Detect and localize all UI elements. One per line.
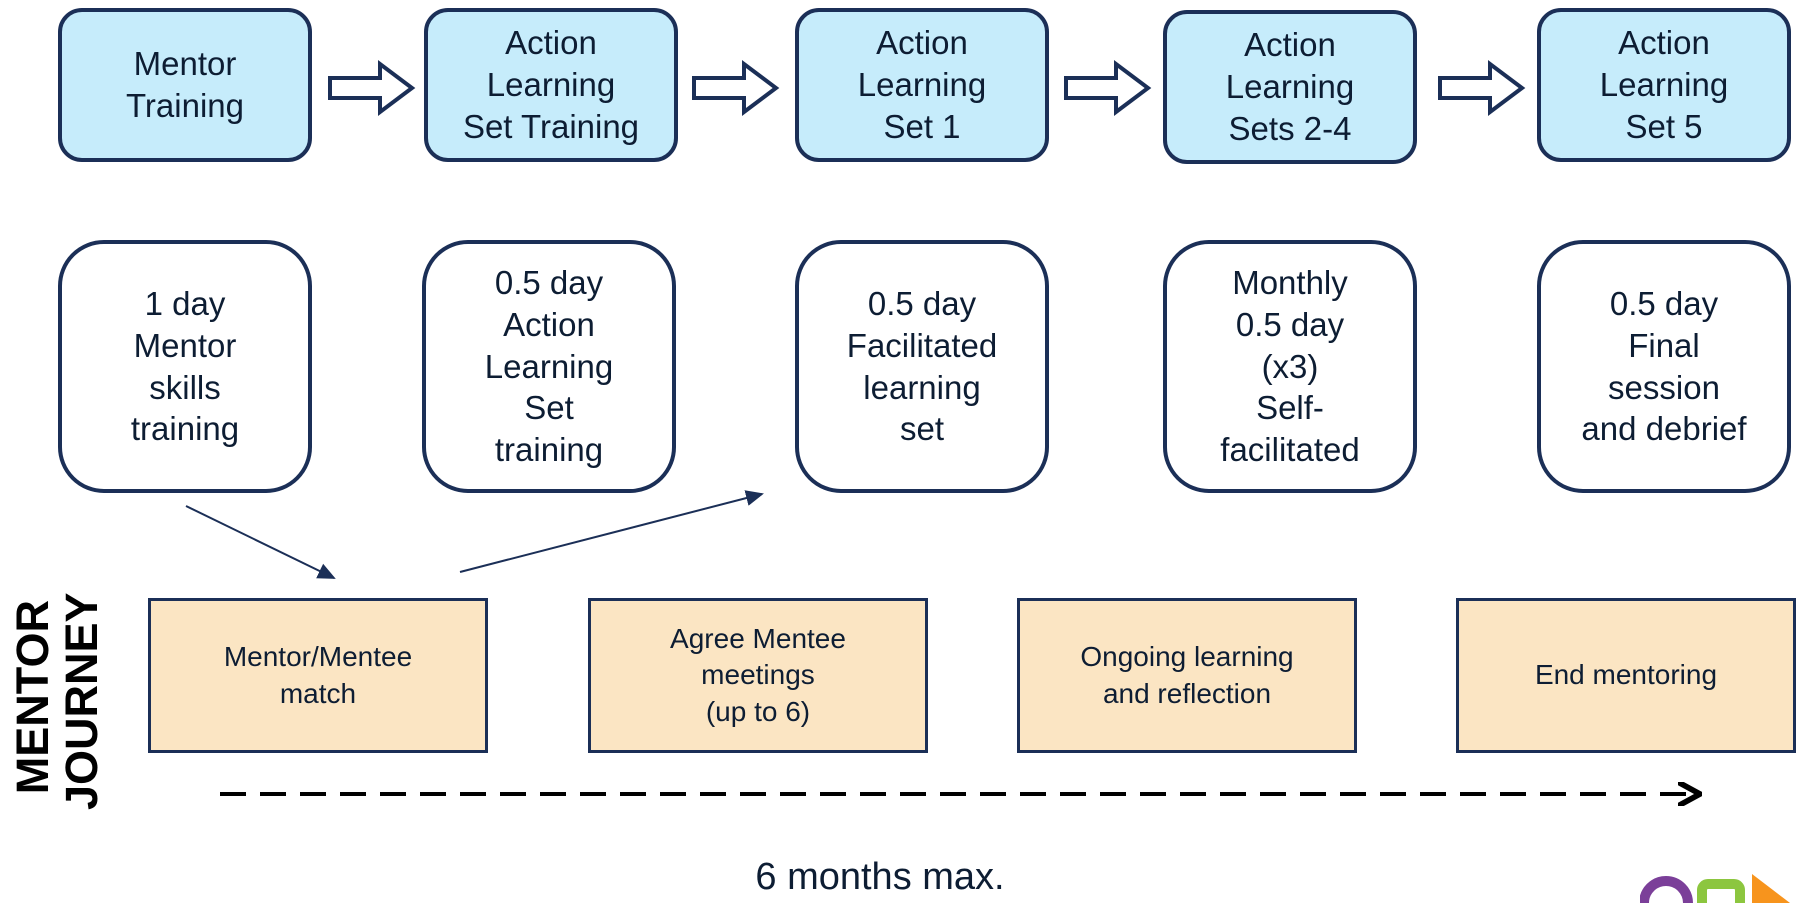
detail-label: 0.5 day Action Learning Set training [484, 263, 614, 469]
journey-step-label: Mentor/Mentee match [223, 641, 413, 709]
detail-action-learning-set-training: 0.5 day Action Learning Set training [422, 240, 676, 493]
journey-step-label: Ongoing learning and reflection [1080, 641, 1294, 709]
detail-action-learning-sets-2-4: Monthly 0.5 day (x3) Self- facilitated [1163, 240, 1417, 493]
journey-step-agree-meetings: Agree Mentee meetings (up to 6) [588, 598, 928, 753]
stage-label: Action Learning Set 5 [1599, 24, 1729, 145]
stage-action-learning-set-1: Action Learning Set 1 [795, 8, 1049, 162]
stage-flow-arrow [328, 60, 416, 116]
stage-action-learning-sets-2-4: Action Learning Sets 2-4 [1163, 10, 1417, 164]
detail-label: 0.5 day Final session and debrief [1581, 284, 1747, 448]
duration-label: 6 months max. [755, 856, 1005, 898]
stage-flow-arrow [1438, 60, 1526, 116]
detail-action-learning-set-1: 0.5 day Facilitated learning set [795, 240, 1049, 493]
logo-icon [1640, 874, 1790, 903]
journey-step-label: End mentoring [1534, 659, 1718, 691]
detail-mentor-training: 1 day Mentor skills training [58, 240, 312, 493]
stage-action-learning-set-5: Action Learning Set 5 [1537, 8, 1791, 162]
journey-step-ongoing-learning: Ongoing learning and reflection [1017, 598, 1357, 753]
journey-step-label: Agree Mentee meetings (up to 6) [670, 622, 846, 727]
stage-label: Action Learning Sets 2-4 [1225, 26, 1355, 147]
detail-label: 0.5 day Facilitated learning set [846, 284, 998, 448]
connector-training-to-match [185, 505, 336, 579]
journey-title: MENTOR JOURNEY [7, 592, 107, 810]
stage-label: Action Learning Set Training [462, 24, 640, 145]
stage-flow-arrow [692, 60, 780, 116]
detail-action-learning-set-5: 0.5 day Final session and debrief [1537, 240, 1791, 493]
detail-label: 1 day Mentor skills training [130, 284, 240, 448]
stage-label: Action Learning Set 1 [857, 24, 987, 145]
connector-match-to-set-1 [459, 490, 764, 573]
detail-label: Monthly 0.5 day (x3) Self- facilitated [1220, 263, 1360, 469]
stage-label: Mentor Training [126, 45, 244, 124]
stage-flow-arrow [1064, 60, 1152, 116]
journey-step-end-mentoring: End mentoring [1456, 598, 1796, 753]
journey-step-match: Mentor/Mentee match [148, 598, 488, 753]
stage-action-learning-set-training: Action Learning Set Training [424, 8, 678, 162]
stage-mentor-training: Mentor Training [58, 8, 312, 162]
